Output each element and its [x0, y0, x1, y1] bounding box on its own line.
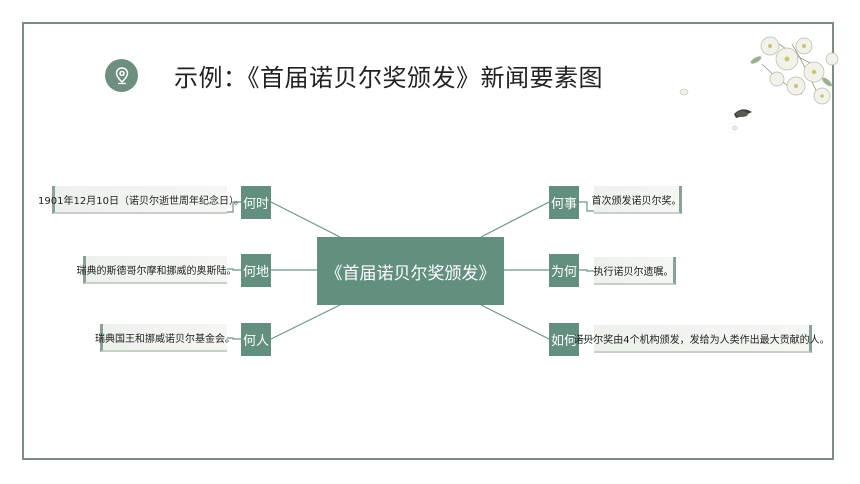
bracket-why: [579, 269, 594, 272]
center-topic: 《首届诺贝尔奖颁发》: [317, 237, 504, 305]
bracket-where: [227, 268, 241, 271]
page-title: 示例：《首届诺贝尔奖颁发》新闻要素图: [174, 64, 603, 92]
flower-decoration-icon: [679, 36, 839, 131]
connector-who: [270, 304, 341, 340]
connector-when: [270, 201, 341, 238]
connector-what: [480, 201, 550, 238]
answer-how: 诺贝尔奖由4个机构颁发，发给为人类作出最大贡献的人。: [573, 325, 830, 353]
connector-how: [480, 304, 550, 340]
question-where: 何地: [241, 254, 271, 287]
answer-who: 瑞典国王和挪威诺贝尔基金会。: [95, 324, 235, 352]
answer-what: 首次颁发诺贝尔奖。: [592, 186, 682, 214]
question-how: 如何: [549, 323, 579, 356]
location-pin-icon: [105, 59, 138, 92]
question-when: 何时: [241, 186, 271, 219]
question-what: 何事: [549, 186, 579, 219]
answer-where: 瑞典的斯德哥尔摩和挪威的奥斯陆。: [77, 256, 237, 284]
bracket-when: [227, 201, 241, 213]
bracket-who: [227, 337, 241, 340]
question-who: 何人: [241, 323, 271, 356]
bracket-what: [579, 201, 594, 212]
question-why: 为何: [549, 254, 579, 287]
slide-frame: [22, 22, 834, 460]
answer-why: 执行诺贝尔遗嘱。: [594, 257, 676, 285]
answer-when: 1901年12月10日（诺贝尔逝世周年纪念日）。: [38, 186, 244, 214]
